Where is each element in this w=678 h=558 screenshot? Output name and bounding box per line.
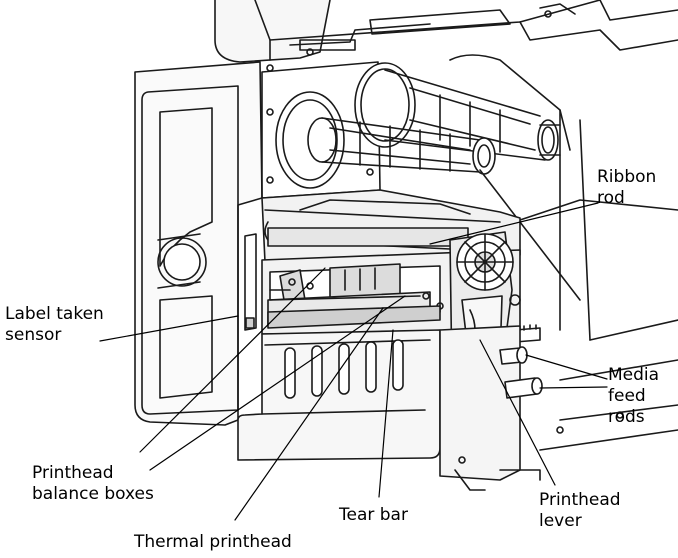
callout-printhead-lever: Printhead lever [539, 490, 621, 532]
callout-label-taken-sensor-line2: sensor [5, 325, 62, 345]
callout-printhead-lever-line2: lever [539, 511, 582, 531]
callout-ribbon-rod: Ribbon rod [597, 167, 656, 209]
leader-lines [99, 202, 608, 521]
callout-thermal-printhead-line1: Thermal printhead [134, 532, 292, 552]
printer-body [134, 61, 263, 426]
top-cover [214, 0, 678, 72]
callout-printhead-balance-boxes: Printhead balance boxes [32, 463, 154, 505]
rear-panel [449, 54, 678, 451]
ribbon-takeup-spindle [275, 91, 496, 189]
callout-ribbon-rod-line1: Ribbon [597, 167, 657, 187]
callout-media-feed-rods: Media feed rods [608, 365, 659, 428]
callout-printhead-lever-line1: Printhead [539, 490, 621, 510]
media-feed-rods [499, 346, 543, 399]
callout-thermal-printhead: Thermal printhead [134, 532, 292, 553]
callout-ribbon-rod-line2: rod [597, 188, 625, 208]
callout-printhead-balance-boxes-line1: Printhead [32, 463, 114, 483]
callout-label-taken-sensor: Label taken sensor [5, 304, 104, 346]
callout-media-feed-rods-line1: Media [608, 365, 660, 385]
callout-tear-bar-line1: Tear bar [339, 505, 408, 525]
callout-media-feed-rods-line2: feed [608, 386, 646, 406]
callout-media-feed-rods-line3: rods [608, 407, 645, 427]
callout-tear-bar: Tear bar [339, 505, 408, 526]
callout-label-taken-sensor-line1: Label taken [5, 304, 104, 324]
media-guide [237, 329, 441, 461]
callout-printhead-balance-boxes-line2: balance boxes [32, 484, 154, 504]
side-frame [439, 325, 541, 491]
ribbon-supply-spindle [354, 62, 561, 161]
